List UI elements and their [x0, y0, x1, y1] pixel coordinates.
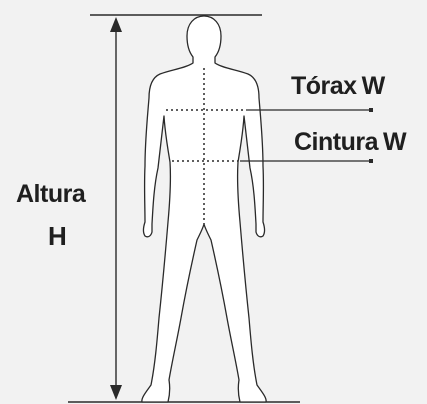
waist-label-symbol: W	[383, 128, 406, 156]
waist-leader-end	[369, 159, 373, 163]
chest-leader-end	[369, 108, 373, 112]
waist-label-name: Cintura	[294, 128, 378, 156]
chest-label-symbol: W	[362, 72, 385, 100]
height-label-symbol: H	[48, 222, 66, 250]
height-arrowhead-bottom	[110, 385, 122, 400]
height-label-name: Altura	[16, 180, 85, 208]
chest-label-name: Tórax	[291, 72, 357, 100]
height-arrow	[110, 17, 122, 400]
height-arrowhead-top	[110, 17, 122, 32]
